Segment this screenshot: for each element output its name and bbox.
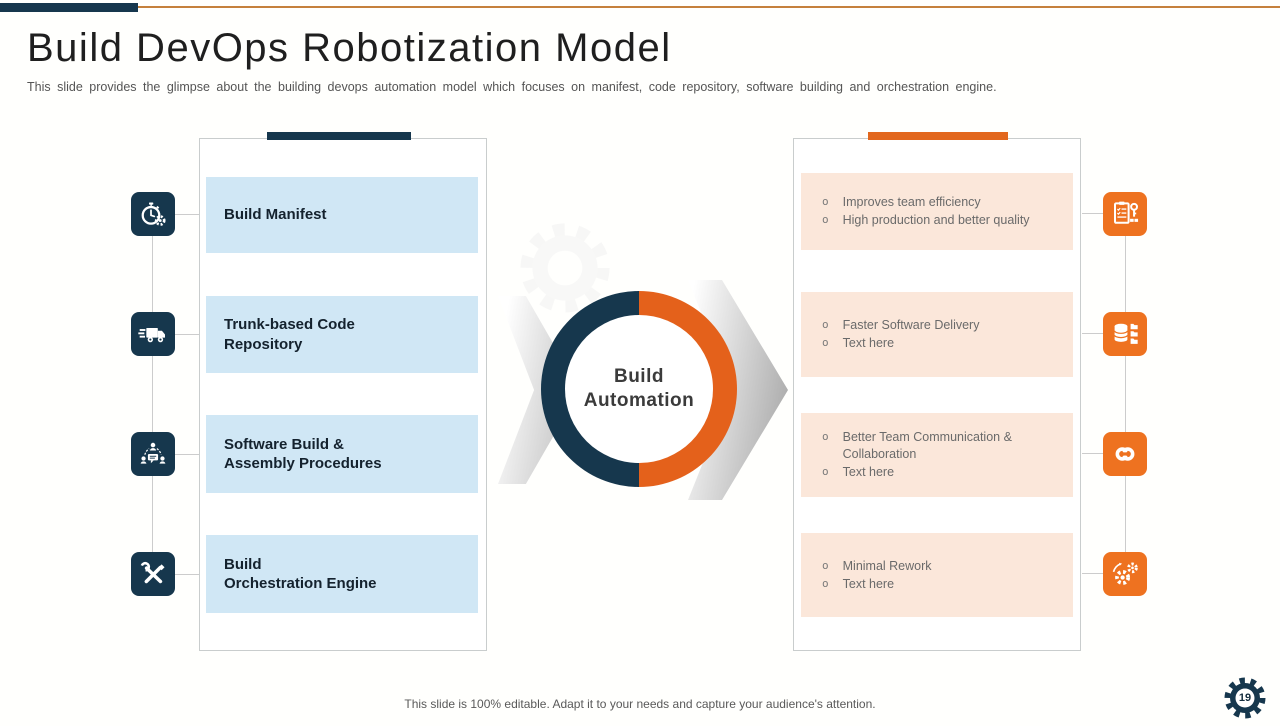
process-box: Build Manifest	[206, 177, 478, 253]
build-automation-donut: Build Automation	[541, 291, 737, 487]
connector-stub	[175, 454, 199, 455]
right-icons-connector-line	[1125, 213, 1126, 573]
page-number-gear-icon: 19	[1222, 675, 1268, 721]
bullet-item: High production and better quality	[822, 212, 1030, 229]
benefit-box: Improves team efficiency High production…	[801, 173, 1073, 250]
bullet-item: Better Team Communication & Collaboratio…	[822, 429, 1063, 463]
connector-stub	[1082, 573, 1103, 574]
top-accent-bar	[0, 3, 138, 12]
top-rule-line	[138, 6, 1280, 8]
page-subtitle: This slide provides the glimpse about th…	[27, 80, 997, 94]
connector-stub	[1082, 453, 1103, 454]
page-number: 19	[1238, 692, 1252, 704]
connector-stub	[1082, 213, 1103, 214]
process-box: Trunk-based Code Repository	[206, 296, 478, 373]
process-box-label: Trunk-based Code Repository	[224, 316, 355, 353]
benefits-panel-accent	[868, 132, 1008, 140]
bullet-item: Minimal Rework	[822, 558, 932, 575]
footer-note: This slide is 100% editable. Adapt it to…	[404, 697, 876, 711]
stopwatch-gear-icon	[131, 192, 175, 236]
donut-label: Build Automation	[583, 366, 695, 411]
connector-stub	[1082, 333, 1103, 334]
left-icons-connector-line	[152, 214, 153, 574]
sync-loop-icon	[1103, 432, 1147, 476]
benefit-box: Minimal Rework Text here	[801, 533, 1073, 617]
bullet-item: Text here	[822, 576, 932, 593]
bullet-item: Text here	[822, 464, 1063, 481]
team-discussion-icon	[131, 432, 175, 476]
crossed-tools-icon	[131, 552, 175, 596]
process-box-label: Build Manifest	[224, 206, 327, 224]
benefit-box: Faster Software Delivery Text here	[801, 292, 1073, 377]
fast-truck-icon	[131, 312, 175, 356]
connector-stub	[175, 214, 199, 215]
donut-center: Build Automation	[565, 315, 713, 463]
bullet-item: Improves team efficiency	[822, 194, 1030, 211]
automation-gears-icon	[1103, 552, 1147, 596]
process-box: Software Build & Assembly Procedures	[206, 415, 478, 493]
process-box-label: Software Build & Assembly Procedures	[224, 435, 382, 473]
bullet-item: Faster Software Delivery	[822, 317, 980, 334]
connector-stub	[175, 334, 199, 335]
watermark-gear-icon	[520, 223, 610, 313]
process-box-label: Build Orchestration Engine	[224, 555, 377, 593]
process-box: Build Orchestration Engine	[206, 535, 478, 613]
benefit-box: Better Team Communication & Collaboratio…	[801, 413, 1073, 497]
page-title: Build DevOps Robotization Model	[27, 26, 672, 70]
audit-checklist-icon	[1103, 192, 1147, 236]
database-folders-icon	[1103, 312, 1147, 356]
connector-stub	[175, 574, 199, 575]
process-panel-accent	[267, 132, 411, 140]
bullet-item: Text here	[822, 335, 979, 352]
